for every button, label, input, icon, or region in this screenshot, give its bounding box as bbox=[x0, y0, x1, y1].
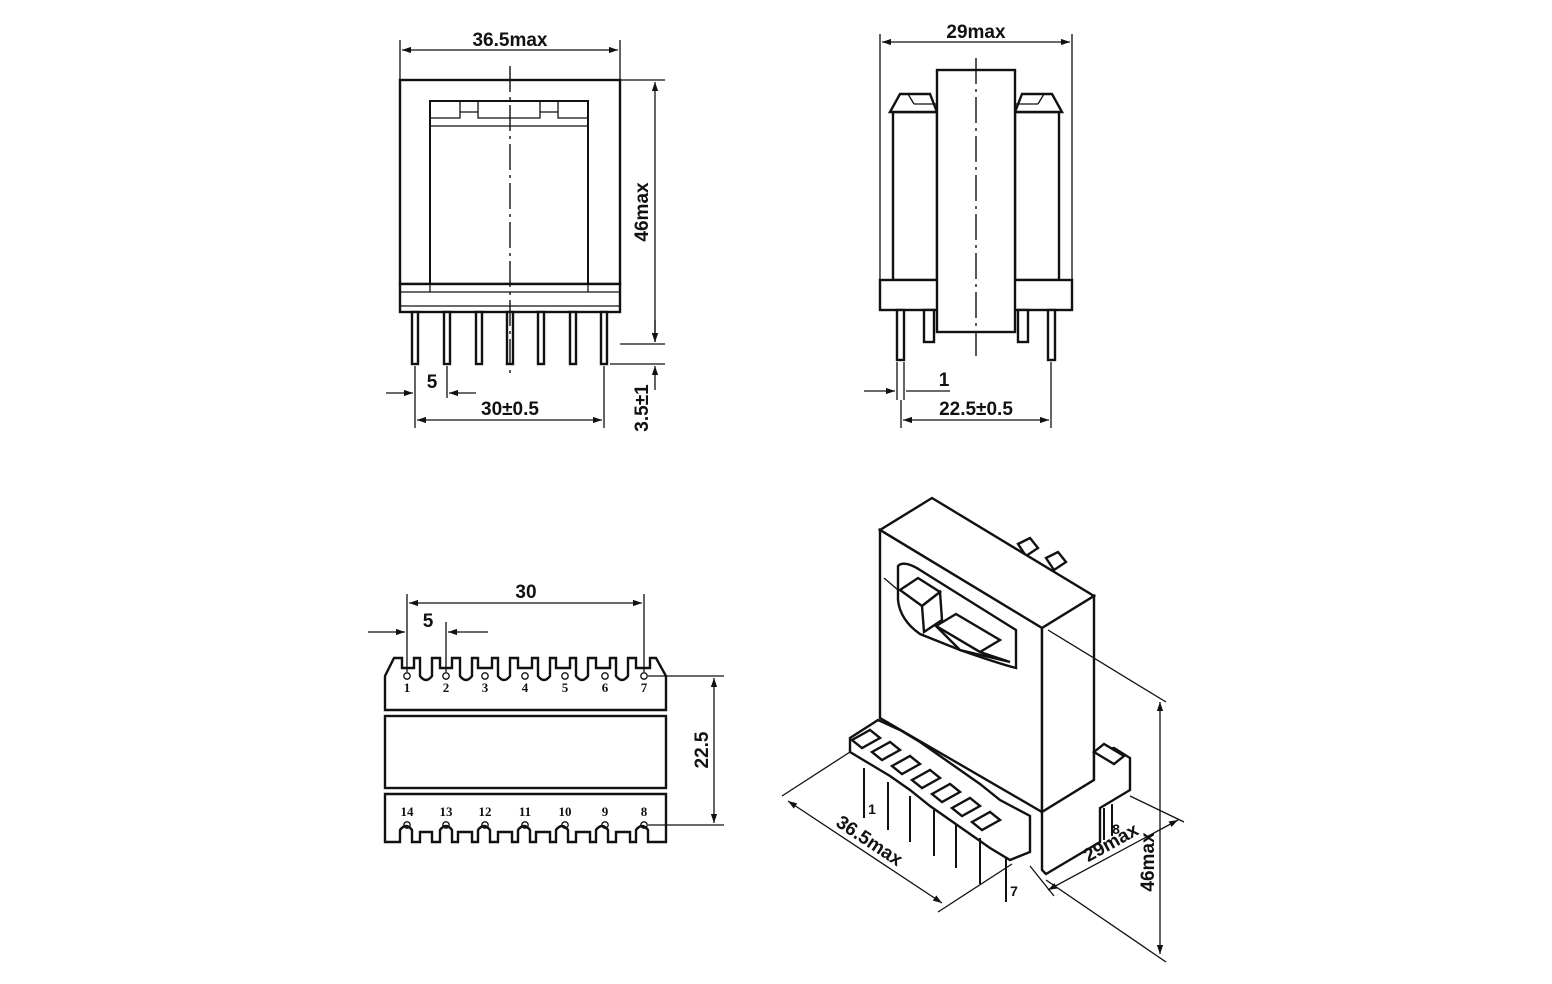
bottom-core bbox=[383, 714, 668, 790]
pin-number: 9 bbox=[602, 804, 609, 819]
iso-height-label: 46max bbox=[1138, 832, 1159, 892]
iso-pin1-label: 1 bbox=[868, 801, 876, 817]
pin-number: 1 bbox=[404, 680, 411, 695]
pin-hole bbox=[403, 821, 411, 829]
iso-side-face bbox=[1040, 593, 1096, 815]
pin-number: 14 bbox=[401, 804, 415, 819]
front-span-label: 30±0.5 bbox=[481, 399, 539, 420]
front-height-label: 46max bbox=[632, 182, 653, 242]
pin-hole bbox=[561, 821, 569, 829]
pin-number: 3 bbox=[482, 680, 489, 695]
bottom-bottom-pins: 14 13 12 11 10 9 8 bbox=[401, 804, 648, 829]
side-flange-right bbox=[1013, 110, 1061, 282]
pin-number: 13 bbox=[440, 804, 454, 819]
front-width-label: 36.5max bbox=[472, 30, 547, 51]
front-pitch-label: 5 bbox=[427, 372, 438, 393]
front-view: 36.5max 46max 3.5±1 5 30±0.5 bbox=[386, 30, 665, 432]
pin-number: 2 bbox=[443, 680, 450, 695]
pin-number: 8 bbox=[641, 804, 648, 819]
pin-hole bbox=[481, 821, 489, 829]
iso-length-label: 36.5max bbox=[832, 812, 906, 871]
bottom-row-spacing-label: 22.5 bbox=[692, 731, 713, 768]
pin-hole bbox=[601, 672, 609, 680]
pin-number: 10 bbox=[559, 804, 572, 819]
side-pin-label: 1 bbox=[939, 370, 950, 391]
front-pins bbox=[410, 310, 609, 366]
bottom-span-label: 30 bbox=[515, 582, 536, 603]
pin-number: 7 bbox=[641, 680, 648, 695]
bottom-top-pins: 1 2 3 4 5 6 7 bbox=[403, 672, 648, 695]
side-view: 29max 1 22.5±0.5 bbox=[864, 22, 1074, 428]
pin-number: 6 bbox=[602, 680, 609, 695]
bottom-top-comb bbox=[383, 656, 668, 712]
side-span-label: 22.5±0.5 bbox=[939, 399, 1013, 420]
side-pins bbox=[895, 308, 1057, 362]
pin-hole bbox=[640, 821, 648, 829]
pin-number: 12 bbox=[479, 804, 492, 819]
pin-hole bbox=[403, 672, 411, 680]
pin-hole bbox=[442, 672, 450, 680]
pin-number: 11 bbox=[519, 804, 531, 819]
bottom-pitch-label: 5 bbox=[423, 611, 434, 632]
bottom-bottom-comb bbox=[383, 792, 668, 844]
pin-hole bbox=[521, 821, 529, 829]
pin-hole bbox=[442, 821, 450, 829]
side-width-label: 29max bbox=[946, 22, 1006, 43]
pin-number: 4 bbox=[522, 680, 529, 695]
pin-hole bbox=[561, 672, 569, 680]
front-standoff-label: 3.5±1 bbox=[632, 384, 653, 432]
iso-pin7-label: 7 bbox=[1010, 883, 1018, 899]
pin-hole bbox=[481, 672, 489, 680]
pin-hole bbox=[521, 672, 529, 680]
side-flange-left bbox=[891, 110, 939, 282]
pin-hole bbox=[640, 672, 648, 680]
pin-hole bbox=[601, 821, 609, 829]
bottom-view: 1 2 3 4 5 6 7 14 13 12 11 10 9 8 bbox=[368, 582, 724, 844]
iso-view: 1 7 8 36.5max 29max 46max bbox=[781, 496, 1185, 963]
pin-number: 5 bbox=[562, 680, 569, 695]
